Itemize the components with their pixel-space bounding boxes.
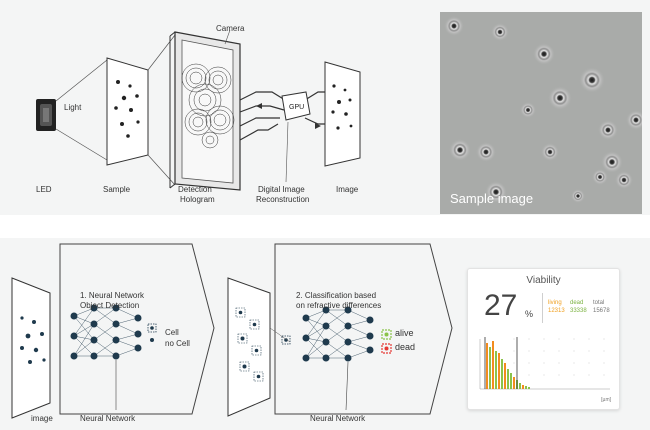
hologram-pattern — [181, 63, 235, 149]
gpu-label: GPU — [289, 104, 304, 111]
histogram-axis-unit: [µm] — [601, 397, 611, 403]
alive-label: alive — [395, 328, 414, 338]
size-histogram — [479, 337, 610, 390]
camera-sensor — [169, 31, 241, 191]
total-label: total — [593, 300, 605, 306]
camera-label: Camera — [216, 24, 245, 33]
sample-image-caption: Sample image — [450, 191, 534, 206]
stage1-neural-network — [70, 304, 157, 410]
dead-count-label: dead — [570, 300, 584, 306]
viability-title: Viability — [526, 275, 561, 286]
stat-separator — [542, 293, 543, 323]
optical-setup-diagram: GPU — [36, 29, 361, 191]
dead-count-value: 33338 — [570, 308, 587, 314]
sample-label: Sample — [103, 185, 131, 194]
stage2-network-label: Neural Network — [310, 414, 366, 423]
led-label: LED — [36, 185, 52, 194]
histogram-bars — [486, 341, 530, 389]
hologram-label: Hologram — [180, 195, 215, 204]
reconstruction-pointer — [285, 121, 289, 183]
viability-card: Viability 27 % living 12313 dead 33338 t… — [467, 268, 620, 410]
sample-to-sensor-beam — [147, 34, 176, 186]
cell-rings — [440, 12, 642, 214]
living-value: 12313 — [548, 308, 565, 314]
dead-marker-icon — [381, 343, 392, 354]
stage2-title-line2: on refractive differences — [296, 301, 382, 310]
stage2-frame — [274, 243, 453, 415]
led-icon — [36, 99, 56, 131]
classification-diagram — [11, 243, 453, 419]
histogram-grid-dots — [513, 338, 605, 376]
stage1-image-plate — [11, 277, 51, 419]
detection-label: Detection — [178, 185, 212, 194]
stage2-image-plate — [227, 277, 291, 417]
viability-percent-sign: % — [525, 309, 534, 319]
sample-dots — [114, 80, 140, 138]
sample-image: Sample image — [440, 12, 642, 214]
dead-label: dead — [395, 342, 416, 352]
camera-pointer — [224, 29, 231, 45]
total-value: 15678 — [593, 308, 610, 314]
stage1-network-label: Neural Network — [80, 414, 136, 423]
image-label: Image — [336, 185, 359, 194]
reconstruction-label: Reconstruction — [256, 195, 310, 204]
stage2-title-line1: 2. Classification based — [296, 291, 377, 300]
sample-plate — [106, 57, 149, 166]
light-beam — [55, 59, 108, 161]
stage1-frame — [59, 243, 215, 415]
living-label: living — [548, 300, 562, 306]
no-cell-label: no Cell — [165, 339, 190, 348]
digital-image-label: Digital Image — [258, 185, 305, 194]
output-image-plate — [324, 61, 361, 167]
stage1-title-line1: 1. Neural Network — [80, 291, 145, 300]
cell-label: Cell — [165, 328, 179, 337]
stage2-neural-network — [302, 306, 374, 411]
light-label: Light — [64, 103, 82, 112]
stage1-title-line2: Object Detection — [80, 301, 140, 310]
viability-percent: 27 — [484, 289, 518, 322]
gpu-chip — [281, 91, 311, 121]
stage1-image-label: image — [31, 414, 53, 423]
arrow-icons — [256, 103, 321, 129]
alive-marker-icon — [381, 329, 392, 340]
